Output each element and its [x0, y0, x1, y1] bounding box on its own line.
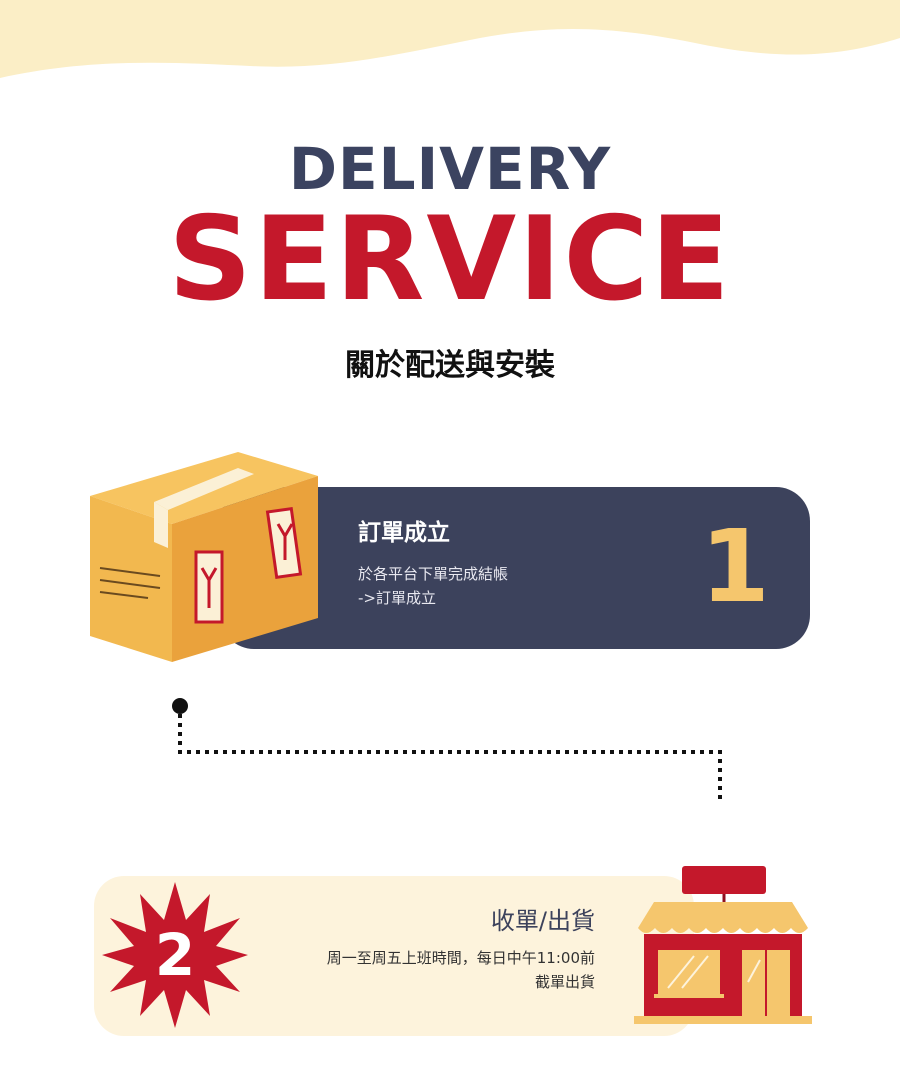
title-delivery: DELIVERY — [288, 135, 612, 203]
step-2-number: 2 — [154, 921, 196, 989]
storefront-icon — [634, 866, 812, 1024]
top-wave-decoration — [0, 0, 900, 78]
step-2-description-line: 周一至周五上班時間，每日中午11:00前 — [326, 949, 595, 967]
step-2-description-line: 截單出貨 — [534, 973, 595, 991]
step-1-title: 訂單成立 — [358, 520, 450, 546]
page-subtitle: 關於配送與安裝 — [345, 348, 555, 383]
step-1-description: 於各平台下單完成結帳 ->訂單成立 — [358, 562, 508, 610]
step-1-description-line: 於各平台下單完成結帳 — [358, 565, 509, 583]
step-1-description-line: ->訂單成立 — [358, 589, 436, 607]
step-1-number: 1 — [700, 508, 770, 625]
step-2-title: 收單/出貨 — [490, 907, 595, 935]
dotted-connector — [172, 698, 722, 802]
starburst-badge-icon — [102, 882, 248, 1028]
package-box-icon — [90, 452, 318, 662]
step-1-card — [220, 487, 810, 649]
step-2-description: 周一至周五上班時間，每日中午11:00前 截單出貨 — [260, 946, 595, 994]
title-service: SERVICE — [168, 192, 732, 327]
